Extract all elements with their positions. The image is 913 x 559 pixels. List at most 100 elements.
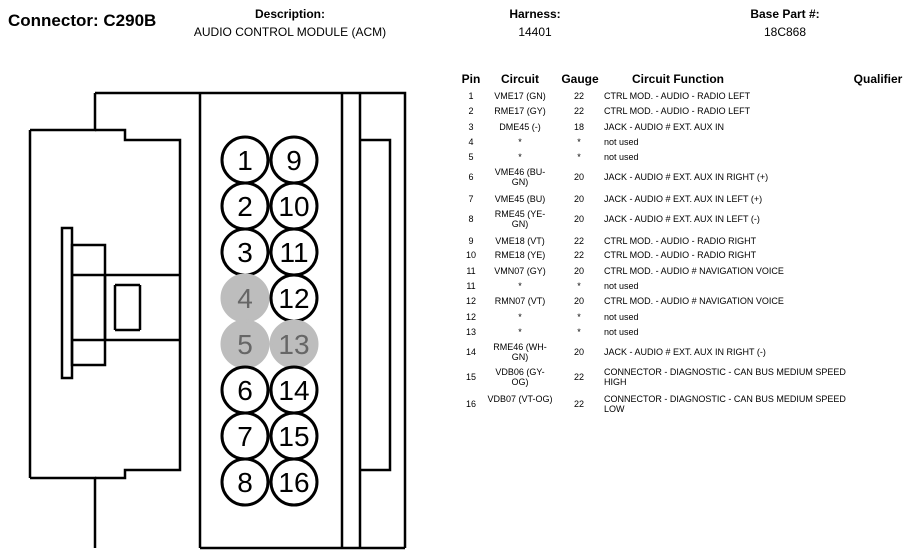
table-cell-gauge: 22: [573, 372, 584, 382]
pin-cavity-3: 3: [220, 227, 270, 277]
table-cell-gauge: 20: [573, 214, 584, 224]
pin-cavity-4: 4: [220, 273, 270, 323]
table-cell-function: not used: [604, 152, 639, 162]
harness-label: Harness:: [509, 7, 561, 21]
pin-cavity-1: 1: [220, 135, 270, 185]
table-cell-gauge: 22: [573, 250, 584, 260]
pin-number-label: 9: [286, 145, 302, 176]
pin-number-label: 3: [237, 237, 253, 268]
table-cell-pin: 12: [465, 296, 476, 306]
table-cell-function: not used: [604, 137, 639, 147]
pin-number-label: 2: [237, 191, 253, 222]
table-cell-gauge: 22: [573, 106, 584, 116]
pin-number-label: 7: [237, 421, 253, 452]
table-cell-circuit: VDB06 (GY-OG): [495, 367, 545, 387]
col-header-pin: Pin: [461, 72, 481, 86]
col-header-gauge: Gauge: [561, 72, 599, 86]
table-cell-pin: 6: [468, 172, 474, 182]
table-cell-gauge: *: [577, 137, 581, 147]
table-cell-gauge: *: [577, 152, 581, 162]
table-cell-gauge: *: [577, 327, 581, 337]
table-cell-circuit: RME18 (YE): [494, 250, 546, 260]
pin-number-label: 11: [279, 237, 308, 268]
table-cell-pin: 14: [465, 347, 476, 357]
pin-number-label: 12: [278, 283, 309, 314]
table-cell-circuit: VME17 (GN): [494, 91, 546, 101]
pin-number-label: 15: [278, 421, 309, 452]
table-cell-circuit: RME17 (GY): [494, 106, 546, 116]
table-cell-function: not used: [604, 281, 639, 291]
pin-number-label: 4: [237, 283, 253, 314]
table-cell-function: not used: [604, 312, 639, 322]
connector-title: Connector: C290B: [8, 11, 157, 30]
table-cell-circuit: DME45 (-): [499, 122, 541, 132]
table-cell-pin: 10: [465, 250, 476, 260]
pin-circle: [269, 457, 319, 507]
table-cell-function: CTRL MOD. - AUDIO - RADIO RIGHT: [604, 236, 757, 246]
pin-cavity-11: 11: [269, 227, 319, 277]
description-label: Description:: [254, 7, 325, 21]
table-cell-pin: 13: [465, 327, 476, 337]
pin-cavity-13: 13: [269, 319, 319, 369]
table-cell-function: JACK - AUDIO # EXT. AUX IN RIGHT (-): [604, 347, 766, 357]
table-cell-pin: 3: [468, 122, 474, 132]
table-cell-gauge: 20: [573, 172, 584, 182]
pin-number-label: 13: [278, 329, 309, 360]
table-cell-function: CTRL MOD. - AUDIO - RADIO RIGHT: [604, 250, 757, 260]
table-cell-pin: 11: [466, 281, 476, 291]
table-cell-function: CTRL MOD. - AUDIO # NAVIGATION VOICE: [604, 296, 784, 306]
table-cell-function: not used: [604, 327, 639, 337]
table-cell-gauge: *: [577, 312, 581, 322]
pin-number-label: 14: [278, 375, 309, 406]
harness-value: 14401: [518, 25, 552, 39]
table-cell-circuit: *: [518, 152, 522, 162]
table-cell-function: CONNECTOR - DIAGNOSTIC - CAN BUS MEDIUM …: [604, 367, 846, 387]
table-cell-function: JACK - AUDIO # EXT. AUX IN: [604, 122, 725, 132]
table-cell-gauge: 18: [573, 122, 584, 132]
table-cell-function: CTRL MOD. - AUDIO - RADIO LEFT: [604, 106, 751, 116]
table-cell-pin: 2: [468, 106, 474, 116]
table-cell-gauge: 20: [573, 347, 584, 357]
table-cell-gauge: 22: [573, 399, 584, 409]
table-cell-circuit: VDB07 (VT-OG): [487, 394, 553, 404]
pin-cavity-14: 14: [269, 365, 319, 415]
table-cell-function: CTRL MOD. - AUDIO - RADIO LEFT: [604, 91, 751, 101]
table-cell-pin: 15: [465, 372, 476, 382]
description-value: AUDIO CONTROL MODULE (ACM): [193, 25, 387, 39]
pin-cavity-2: 2: [220, 181, 270, 231]
table-cell-gauge: 22: [573, 91, 584, 101]
table-cell-pin: 11: [466, 266, 476, 276]
table-cell-pin: 12: [465, 312, 476, 322]
table-cell-gauge: 22: [573, 236, 584, 246]
table-cell-circuit: *: [518, 327, 522, 337]
pin-cavity-7: 7: [220, 411, 270, 461]
pin-circle: [220, 457, 270, 507]
table-cell-pin: 5: [468, 152, 474, 162]
col-header-circuit-function: Circuit Function: [632, 72, 724, 86]
table-cell-circuit: VME46 (BU-GN): [494, 167, 546, 187]
table-cell-circuit: VMN07 (GY): [494, 266, 546, 276]
table-cell-pin: 16: [465, 399, 476, 409]
table-cell-pin: 7: [468, 194, 474, 204]
col-header-qualifier: Qualifier: [853, 72, 903, 86]
table-cell-circuit: RMN07 (VT): [494, 296, 546, 306]
pin-cavity-16: 16: [269, 457, 319, 507]
table-cell-circuit: RME45 (YE-GN): [494, 209, 546, 229]
table-cell-gauge: *: [577, 281, 581, 291]
pin-number-label: 8: [237, 467, 253, 498]
connector-housing: [28, 91, 407, 550]
table-cell-circuit: *: [518, 312, 522, 322]
table-cell-function: CONNECTOR - DIAGNOSTIC - CAN BUS MEDIUM …: [604, 394, 846, 414]
table-cell-circuit: VME18 (VT): [495, 236, 545, 246]
table-cell-function: JACK - AUDIO # EXT. AUX IN LEFT (+): [604, 194, 763, 204]
table-cell-function: CTRL MOD. - AUDIO # NAVIGATION VOICE: [604, 266, 784, 276]
table-cell-pin: 9: [468, 236, 474, 246]
table-cell-circuit: *: [518, 137, 522, 147]
pin-number-label: 16: [278, 467, 309, 498]
pin-cavity-10: 10: [269, 181, 319, 231]
pin-cavity-5: 5: [220, 319, 270, 369]
pin-number-label: 1: [237, 145, 253, 176]
base-part-value: 18C868: [763, 25, 807, 39]
